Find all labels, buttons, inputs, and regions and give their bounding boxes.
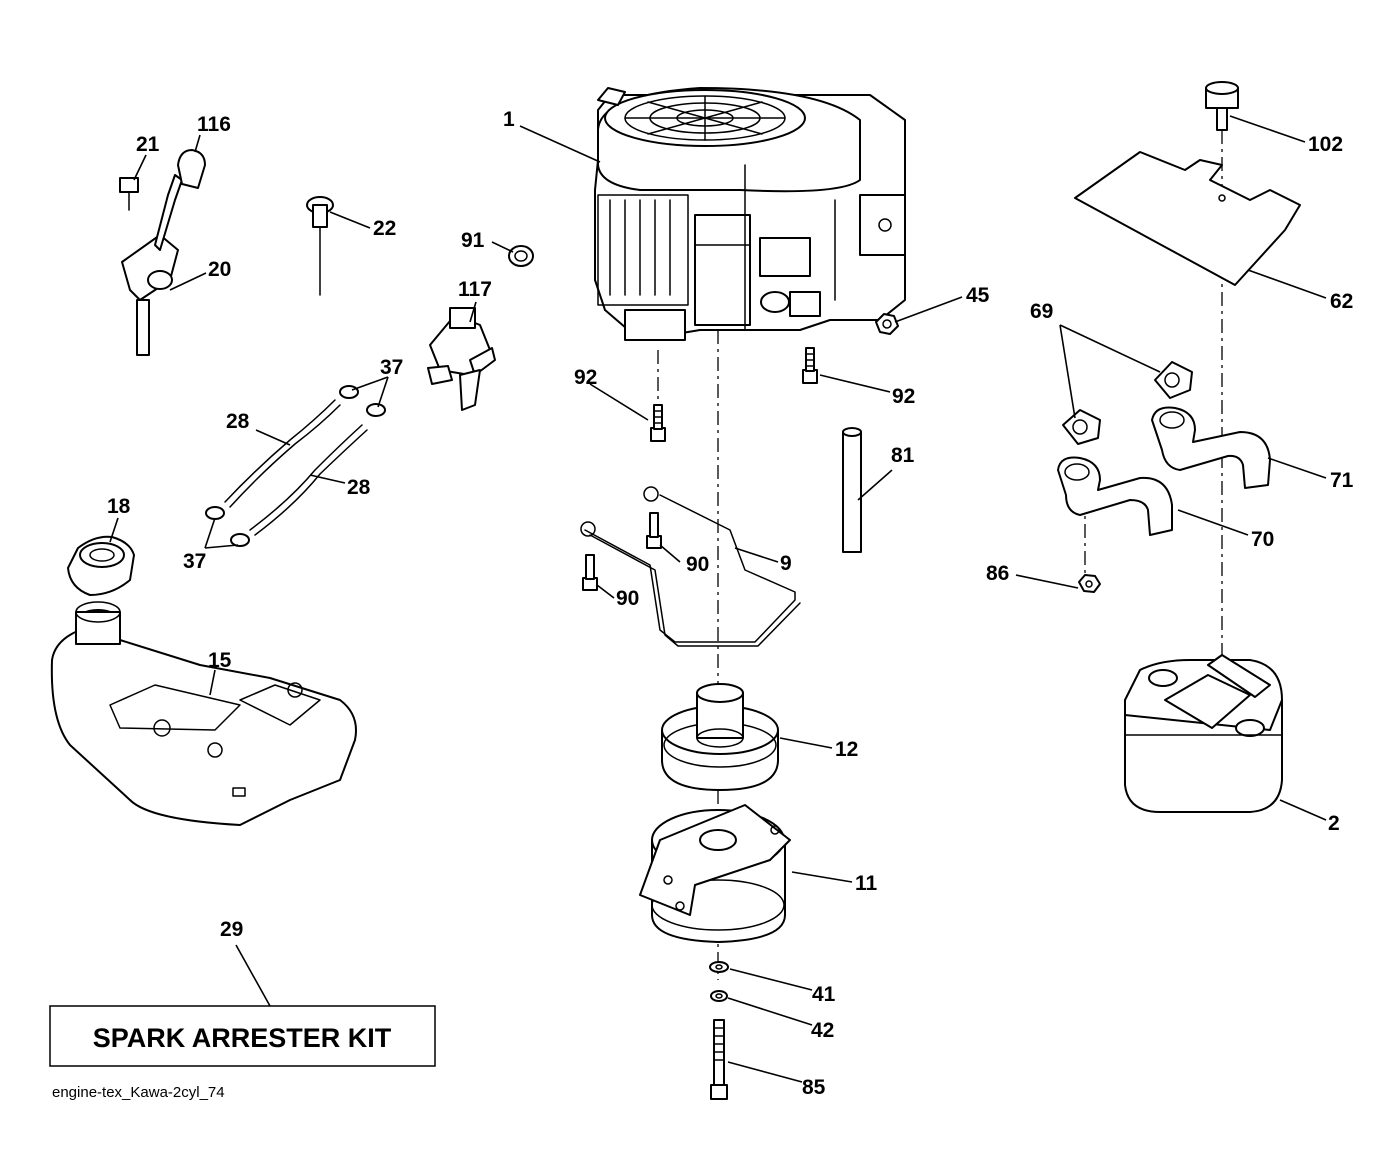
hose-clamp (205, 506, 225, 520)
callout-washer-42: 42 (811, 1019, 834, 1042)
callout-bolt-90-right: 90 (686, 553, 709, 576)
gasket (1154, 361, 1193, 399)
callout-washer-41: 41 (812, 983, 836, 1006)
hose-clamp (339, 385, 359, 399)
callout-muffler: 2 (1328, 812, 1340, 835)
callout-nut-86: 86 (986, 562, 1009, 585)
bolt (802, 347, 818, 384)
callout-vent-tube: 81 (891, 444, 915, 467)
pulley (661, 683, 779, 791)
callout-fuel-cap: 18 (107, 495, 131, 518)
callout-throttle-bolt: 21 (136, 133, 160, 156)
leader-lines (109, 115, 1327, 1083)
callout-heat-shield: 62 (1330, 290, 1353, 313)
callout-knob-116: 116 (197, 113, 231, 136)
fuel-hose (224, 399, 341, 508)
knob (177, 149, 206, 189)
callout-clutch: 11 (855, 872, 878, 895)
callout-pulley: 12 (835, 738, 858, 761)
callout-bolt-92-left: 92 (574, 366, 597, 389)
callout-exhaust-pipe-left: 70 (1251, 528, 1274, 551)
heat-shield (1074, 151, 1301, 286)
callout-bolt-92-right: 92 (892, 385, 915, 408)
callout-plug-91: 91 (461, 229, 485, 252)
nut (1078, 574, 1101, 593)
fuel-tank (50, 601, 357, 826)
throttle-bolt (119, 177, 139, 211)
knob (1205, 81, 1239, 131)
fuel-hose (249, 424, 368, 536)
bolt (650, 404, 666, 442)
callout-engine: 1 (503, 108, 515, 131)
callout-fuel-hose-lower: 28 (347, 476, 371, 499)
callout-knob-102: 102 (1308, 133, 1343, 156)
fuel-cap (67, 535, 135, 596)
washer (710, 990, 728, 1002)
fuel-valve (427, 307, 496, 411)
drawing-reference: engine-tex_Kawa-2cyl_74 (52, 1084, 225, 1101)
vent-tube (842, 427, 862, 553)
callout-fuel-tank: 15 (208, 649, 232, 672)
spark-arrester-kit-label: SPARK ARRESTER KIT (93, 1023, 392, 1053)
spark-arrester-kit-box (49, 1005, 436, 1067)
oil-drain-tube (580, 486, 801, 647)
callout-gasket: 69 (1030, 300, 1053, 323)
bolt (582, 554, 598, 591)
hose-clamp (230, 533, 250, 547)
exhaust-pipe (1057, 456, 1173, 536)
callout-throttle-bracket: 20 (208, 258, 231, 281)
callout-oil-drain-tube: 9 (780, 552, 792, 575)
nut (875, 313, 899, 335)
callout-bolt-85: 85 (802, 1076, 826, 1099)
callout-nut-45: 45 (966, 284, 990, 307)
dipstick (306, 196, 334, 296)
callout-spark-arrester: 29 (220, 918, 243, 941)
throttle-bracket (121, 174, 183, 356)
clutch (639, 804, 791, 943)
bolt (710, 1019, 728, 1100)
callout-fuel-valve: 117 (458, 278, 492, 301)
callout-exhaust-pipe-right: 71 (1330, 469, 1354, 492)
callout-bolt-90-left: 90 (616, 587, 639, 610)
engine (594, 87, 906, 341)
washer (709, 961, 729, 973)
muffler (1124, 654, 1283, 813)
bolt (646, 512, 662, 549)
hose-clamp (366, 403, 386, 417)
gasket (1062, 409, 1101, 445)
callout-fuel-hose-upper: 28 (226, 410, 250, 433)
callout-dipstick: 22 (373, 217, 396, 240)
plug (508, 245, 534, 267)
callout-hose-clamp-lower: 37 (183, 550, 206, 573)
exhaust-pipe (1151, 406, 1271, 489)
callout-hose-clamp-upper: 37 (380, 356, 403, 379)
